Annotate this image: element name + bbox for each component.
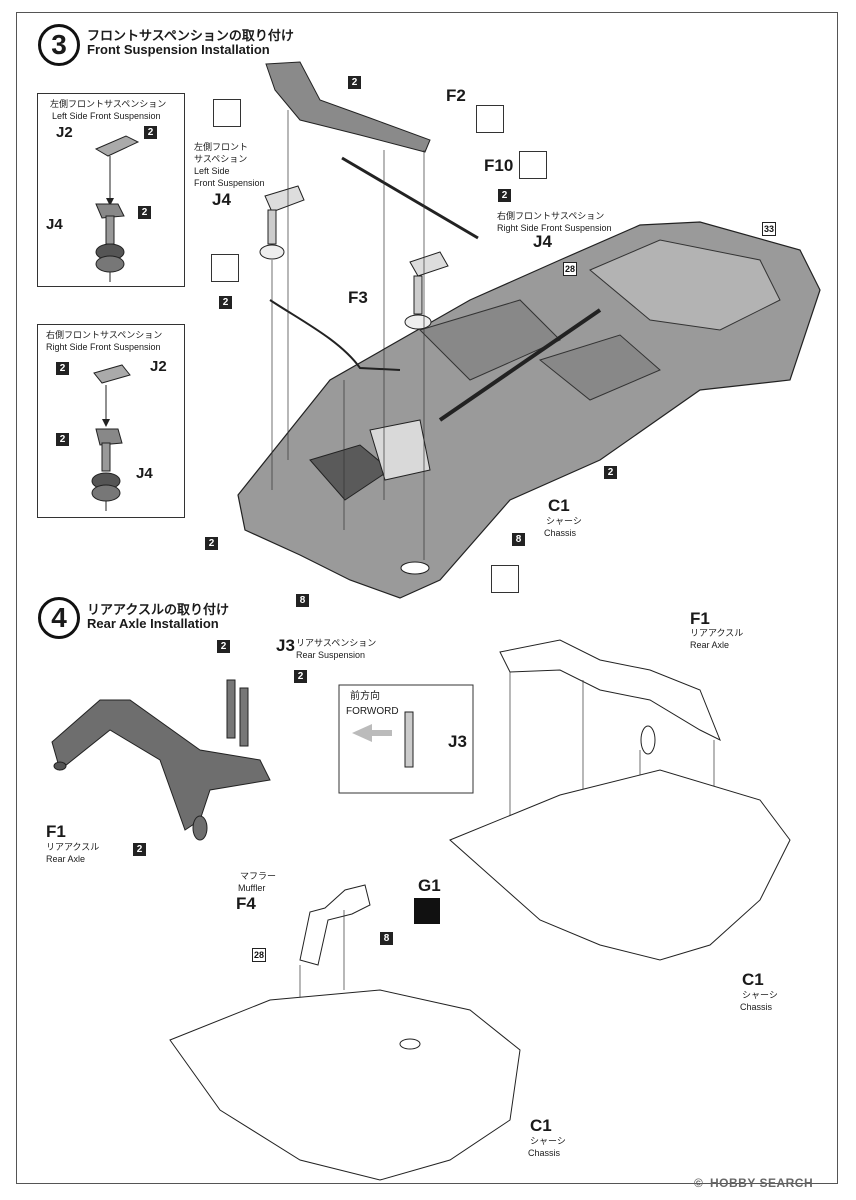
hobby-search-logo: HOBBY SEARCH: [710, 1176, 814, 1190]
forward-label-en: FORWORD: [346, 706, 399, 717]
badge-8: 8: [380, 932, 393, 945]
step-4-number: 4: [38, 597, 80, 639]
forward-part-j3: J3: [448, 732, 467, 751]
step-3-title-en: Front Suspension Installation: [87, 42, 270, 57]
label-left-en-1: Left Side: [194, 166, 230, 176]
forward-label-jp: 前方向: [350, 691, 380, 702]
part-label-c1: C1: [548, 496, 570, 515]
part-label-j4-right: J4: [533, 232, 552, 251]
c1-bottom-label-en: Chassis: [528, 1148, 561, 1158]
c1-label-jp: シャーシ: [546, 516, 582, 526]
inset-left-part-j2: J2: [56, 124, 73, 141]
part-label-f4: F4: [236, 894, 256, 913]
no-glue-icon: [213, 99, 241, 127]
f4-label-en: Muffler: [238, 883, 266, 893]
inset-left-title-en: Left Side Front Suspension: [52, 111, 161, 121]
no-glue-icon: [476, 105, 504, 133]
no-glue-icon: [491, 565, 519, 593]
badge-2: 2: [217, 640, 230, 653]
part-label-f2: F2: [446, 86, 466, 105]
step-3-number: 3: [38, 24, 80, 66]
c1-bottom-label-jp: シャーシ: [530, 1136, 566, 1146]
inset-right-drawing: [91, 364, 131, 511]
label-right-jp: 右側フロントサスペション: [497, 211, 605, 221]
badge-2: 2: [348, 76, 361, 89]
badge-8: 8: [296, 594, 309, 607]
inset-right-badge: 2: [56, 362, 69, 375]
c1-right-label-jp: シャーシ: [742, 990, 778, 1000]
inset-left-part-j4: J4: [46, 216, 63, 233]
badge-2: 2: [498, 189, 511, 202]
no-glue-icon: [211, 254, 239, 282]
badge-2: 2: [219, 296, 232, 309]
f4-label-jp: マフラー: [240, 871, 277, 881]
badge-2: 2: [205, 537, 218, 550]
label-left-jp-1: 左側フロント: [194, 142, 249, 152]
step-3-assembly-drawing: [237, 61, 821, 599]
badge-33: 33: [762, 222, 777, 236]
badge-8: 8: [512, 533, 525, 546]
step-4-title-jp: リアアクスルの取り付け: [87, 602, 229, 617]
step-4-assembly-drawing: [51, 639, 791, 1181]
inset-right-part-j4: J4: [136, 465, 153, 482]
part-label-f10: F10: [484, 156, 514, 175]
part-label-f1-left: F1: [46, 822, 66, 841]
glue-icon: [414, 898, 440, 924]
page-frame: [16, 12, 838, 1184]
c1-label-en: Chassis: [544, 528, 577, 538]
part-label-j3: J3: [276, 636, 295, 655]
part-label-f3: F3: [348, 288, 368, 307]
inset-right-title-en: Right Side Front Suspension: [46, 342, 161, 352]
inset-left-badge: 2: [144, 126, 157, 139]
f1-left-label-en: Rear Axle: [46, 854, 86, 864]
badge-28: 28: [563, 262, 578, 276]
inset-right-title-jp: 右側フロントサスペンション: [46, 330, 163, 340]
part-label-c1-bottom: C1: [530, 1116, 552, 1135]
part-label-g1: G1: [418, 876, 441, 895]
inset-right-part-j2: J2: [150, 358, 167, 375]
label-right-en: Right Side Front Suspension: [497, 223, 612, 233]
badge-2: 2: [294, 670, 307, 683]
badge-28: 28: [252, 948, 267, 962]
badge-2: 2: [133, 843, 146, 856]
part-label-c1-right: C1: [742, 970, 764, 989]
no-glue-icon: [519, 151, 547, 179]
label-left-en-2: Front Suspension: [194, 178, 265, 188]
inset-right-front-suspension: 右側フロントサスペンション Right Side Front Suspensio…: [37, 324, 185, 518]
inset-left-badge-2: 2: [138, 206, 151, 219]
f1-right-label-jp: リアアクスル: [690, 628, 744, 638]
badge-2: 2: [604, 466, 617, 479]
step-4-title-en: Rear Axle Installation: [87, 616, 219, 631]
f1-right-label-en: Rear Axle: [690, 640, 730, 650]
inset-right-badge-2: 2: [56, 433, 69, 446]
inset-left-title-jp: 左側フロントサスペンション: [50, 99, 167, 109]
c1-right-label-en: Chassis: [740, 1002, 773, 1012]
inset-left-front-suspension: 左側フロントサスペンション Left Side Front Suspension…: [37, 93, 185, 287]
j3-label-jp: リアサスペンション: [296, 638, 377, 648]
part-label-j4-left: J4: [212, 190, 231, 209]
step-3-title-jp: フロントサスペンションの取り付け: [87, 28, 294, 43]
f1-left-label-jp: リアアクスル: [46, 842, 100, 852]
part-label-f1-right: F1: [690, 609, 710, 628]
j3-label-en: Rear Suspension: [296, 650, 366, 660]
label-left-jp-2: サスペション: [194, 154, 248, 164]
inset-left-drawing: [94, 135, 140, 282]
copyright-mark: ©: [694, 1176, 704, 1190]
